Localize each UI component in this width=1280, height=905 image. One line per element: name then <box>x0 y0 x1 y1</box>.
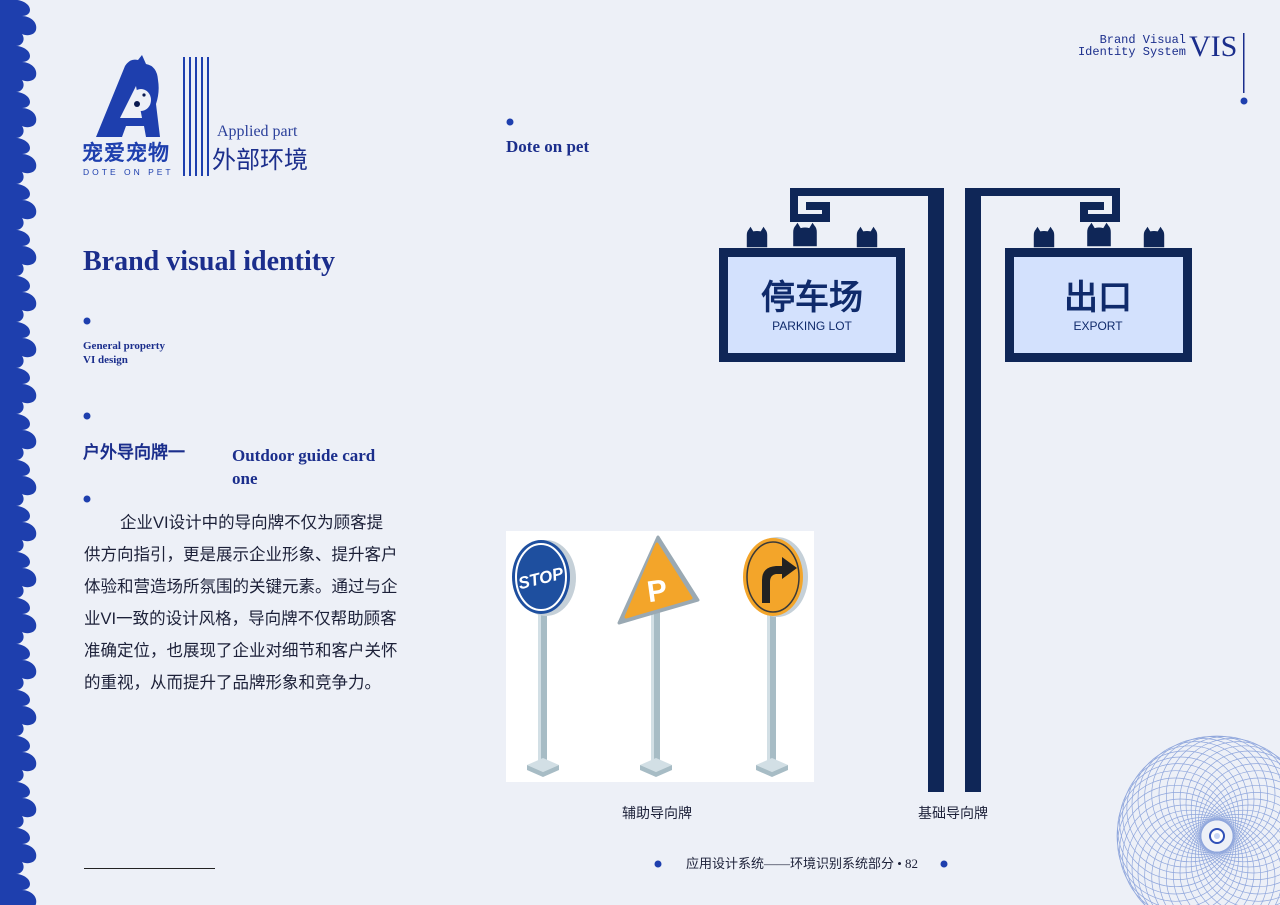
left-cloud-border <box>0 0 40 905</box>
guide-title-cn: 户外导向牌一 <box>83 443 185 462</box>
signpost-arm <box>790 188 944 222</box>
sign-title-cn: 停车场 <box>761 279 863 317</box>
rosette-ring <box>1190 750 1280 868</box>
bullet-dot <box>83 317 91 325</box>
property-line: General property <box>83 340 165 352</box>
sign-board-panel <box>728 257 896 353</box>
pet-head-icon <box>746 226 768 248</box>
rosette-ring <box>1173 817 1280 905</box>
rosette-ring <box>1117 770 1234 888</box>
auxiliary-signs-panel: STOP P <box>506 531 814 782</box>
bullet-dot <box>83 412 91 420</box>
rosette-ring <box>1131 745 1249 863</box>
rosette-ring <box>1179 741 1280 858</box>
header-vertical-rule <box>1243 33 1245 93</box>
signpost-pole <box>928 188 944 792</box>
rosette-ring <box>1122 798 1239 905</box>
header-dot <box>1240 97 1248 105</box>
body-line: 的重视，从而提升了品牌形象和竞争力。 <box>84 674 381 692</box>
rosette-ring <box>1119 792 1236 905</box>
stop-sign: STOP <box>512 540 576 777</box>
rosette-decoration <box>1116 735 1280 905</box>
rosette-ring <box>1131 809 1249 905</box>
header-brand-text: Brand Visual Identity System <box>1078 34 1186 58</box>
guide-title-en: Outdoor guide card one <box>232 444 375 490</box>
rosette-ring <box>1190 804 1280 905</box>
rosette-ring <box>1185 745 1280 863</box>
parking-sign: P <box>617 535 700 777</box>
pet-head-icon <box>1143 226 1165 248</box>
property-label: General property VI design <box>83 339 165 367</box>
rosette-ring <box>1122 756 1239 874</box>
body-line: 业VI一致的设计风格，导向牌不仅帮助顾客 <box>84 610 397 628</box>
header-brand-line: Brand Visual <box>1099 33 1186 47</box>
rosette-ring <box>1151 819 1269 905</box>
footer-dot <box>654 860 662 868</box>
pet-head-icon <box>856 226 878 248</box>
footer-page-label: 应用设计系统——环境识别系统部分 • 82 <box>685 856 919 871</box>
logo-divider-lines <box>183 57 209 176</box>
rosette-ring <box>1198 763 1280 880</box>
caption-auxiliary-signs: 辅助导向牌 <box>622 805 692 821</box>
body-line: 企业VI设计中的导向牌不仅为顾客提 <box>120 514 384 532</box>
rosette-ring <box>1137 741 1255 858</box>
rosette-ring <box>1179 814 1280 905</box>
pet-head-icon <box>793 222 817 247</box>
page-title: Brand visual identity <box>83 246 336 277</box>
body-line: 供方向指引，更是展示企业形象、提升客户 <box>84 546 398 564</box>
section-title: 外部环境 <box>212 147 308 174</box>
rosette-ring <box>1119 763 1236 880</box>
rosette-ring <box>1126 750 1244 868</box>
rosette-ring <box>1137 814 1255 905</box>
sign-board-panel <box>1014 257 1183 353</box>
footer-dot <box>940 860 948 868</box>
signpost-pole <box>965 188 981 792</box>
body-paragraph: 企业VI设计中的导向牌不仅为顾客提 供方向指引，更是展示企业形象、提升客户 体验… <box>84 507 398 699</box>
logo-name-en: DOTE ON PET <box>83 167 174 177</box>
rosette-ring <box>1185 809 1280 905</box>
pet-head-icon <box>1087 222 1111 247</box>
pet-head-icon <box>1033 226 1055 248</box>
rosette-ring <box>1173 738 1280 855</box>
rosette-ring <box>1165 819 1280 905</box>
rosette-ring <box>1144 817 1261 905</box>
sign-title-en: EXPORT <box>1073 319 1123 333</box>
rosette-ring <box>1126 804 1244 905</box>
header-brand-line: Identity System <box>1077 45 1186 59</box>
rosette-ring <box>1144 738 1261 855</box>
signpost-parking: 停车场 PARKING LOT <box>719 188 944 792</box>
body-line: 体验和营造场所氛围的关键元素。通过与企 <box>84 578 398 596</box>
brand-logo-icon <box>96 55 160 137</box>
logo-name-cn: 宠爱宠物 <box>82 142 170 165</box>
parking-sign-label: P <box>645 574 669 609</box>
rosette-ring <box>1195 756 1280 874</box>
turn-right-arrow-icon <box>762 557 797 603</box>
header-vis-mark: VIS <box>1189 30 1238 63</box>
bullet-dot <box>83 495 91 503</box>
signpost-arm <box>965 188 1120 222</box>
subtitle: Dote on pet <box>506 137 590 156</box>
sign-title-en: PARKING LOT <box>772 319 852 333</box>
caption-basic-signs: 基础导向牌 <box>918 805 988 821</box>
rosette-ring <box>1200 770 1280 888</box>
turn-right-sign <box>743 537 808 777</box>
section-label: Applied part <box>217 123 298 140</box>
guide-title-en-line: one <box>232 469 258 488</box>
rosette-ring <box>1198 792 1280 905</box>
rosette-ring <box>1165 736 1280 853</box>
rosette-ring <box>1195 798 1280 905</box>
signpost-exit: 出口 EXPORT <box>965 188 1192 792</box>
sign-title-cn: 出口 <box>1064 279 1132 317</box>
rosette-ring <box>1200 784 1280 902</box>
guide-title-en-line: Outdoor guide card <box>232 446 376 465</box>
footer-left-rule <box>84 868 215 869</box>
body-line: 准确定位，也展现了企业对细节和客户关怀 <box>84 642 398 660</box>
property-line: VI design <box>83 354 128 366</box>
bullet-dot <box>506 118 514 126</box>
